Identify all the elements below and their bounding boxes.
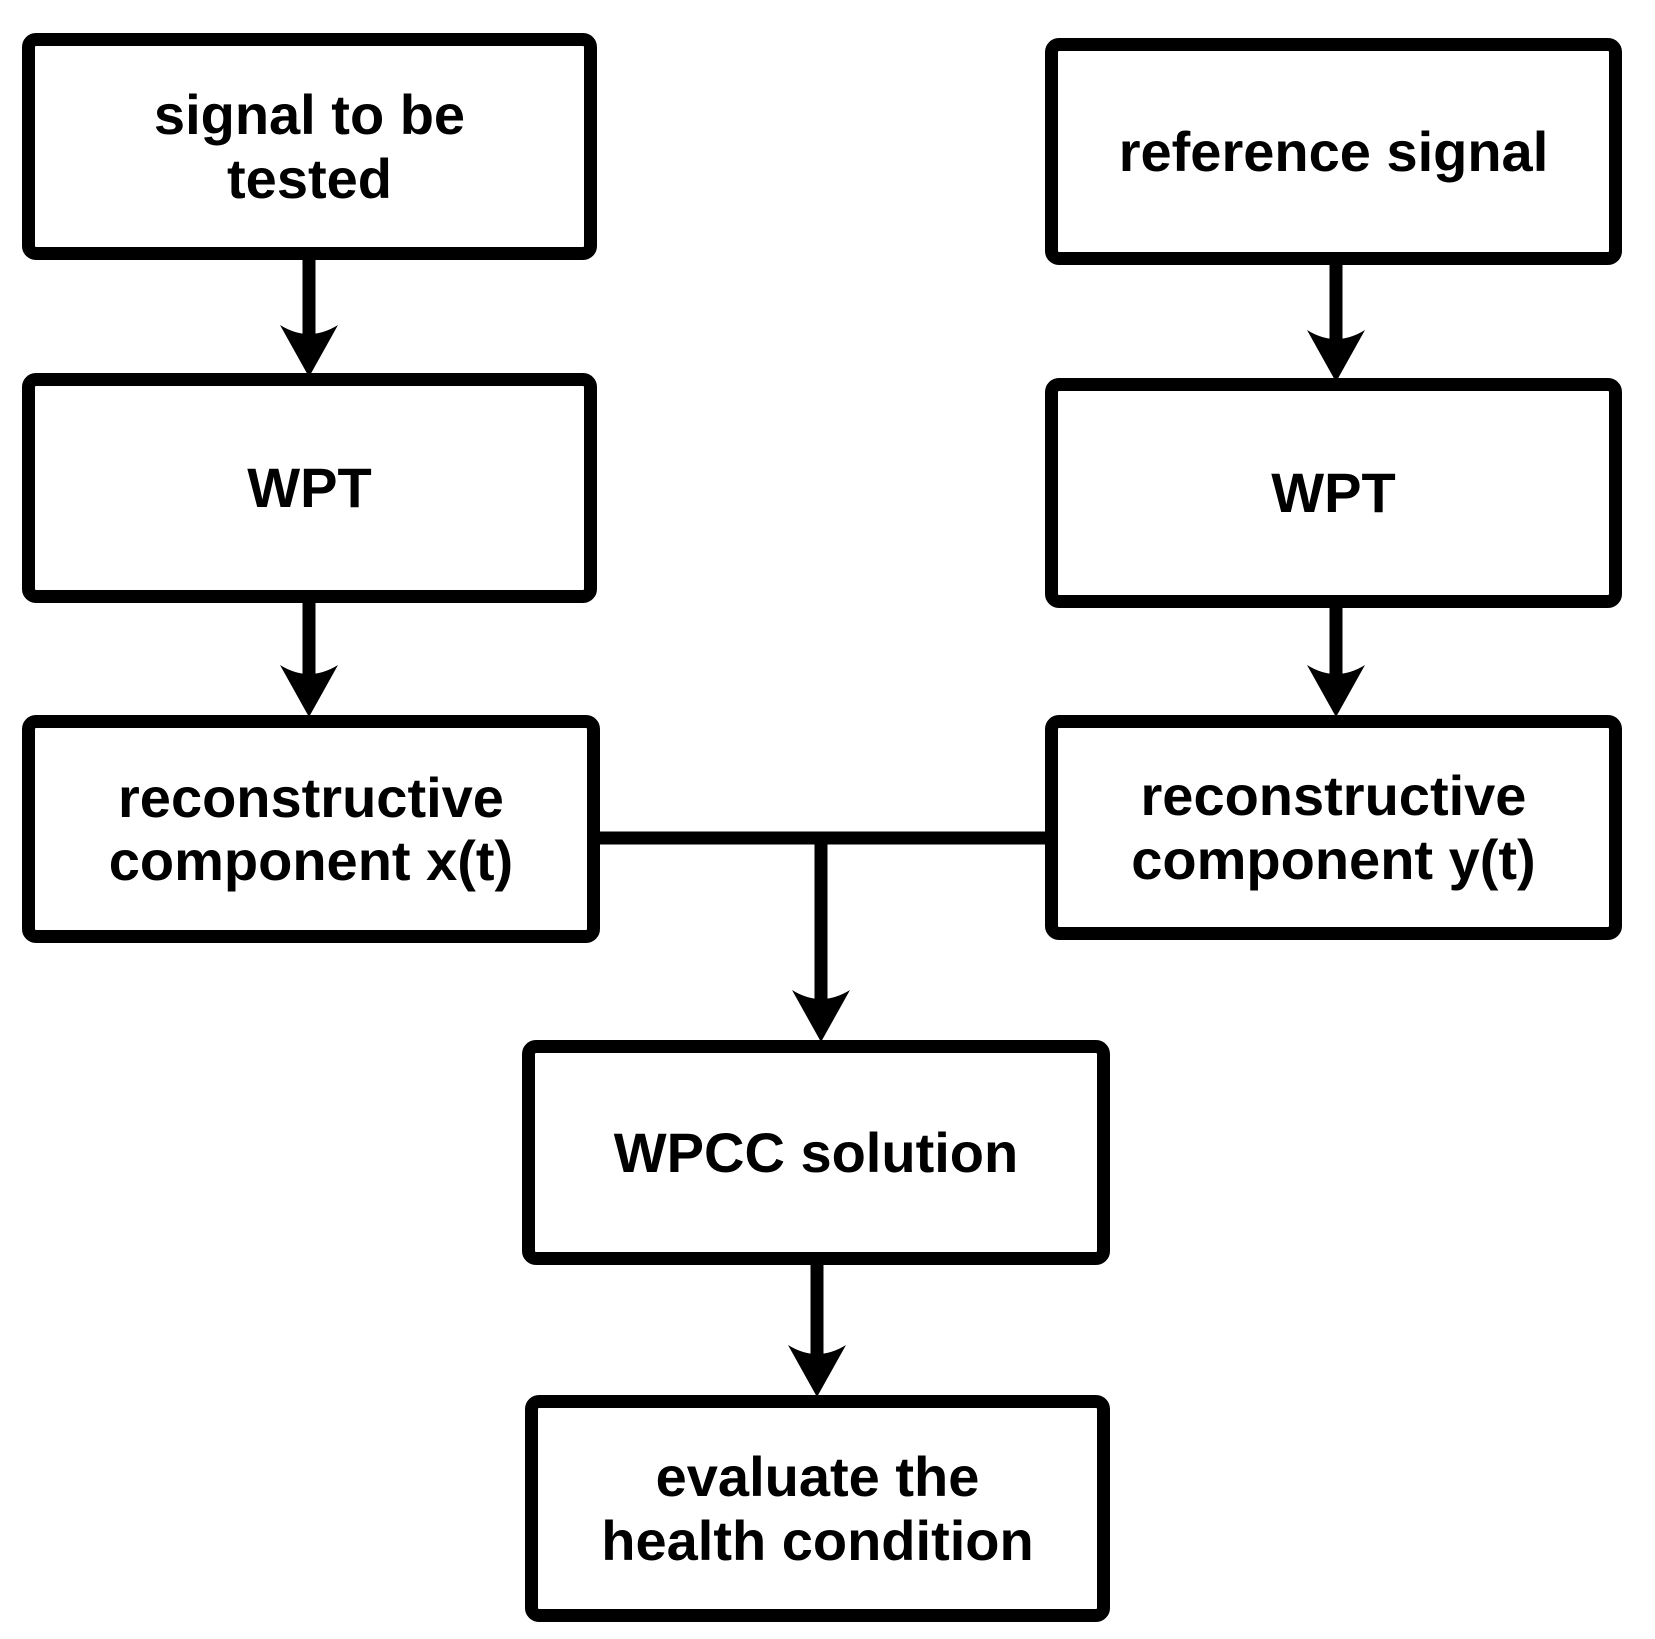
arrowhead-reference-to-wpt bbox=[1307, 330, 1365, 382]
node-wpt-left: WPT bbox=[22, 373, 597, 603]
arrowhead-wpcc-to-eval bbox=[788, 1345, 846, 1397]
node-wpcc-solution: WPCC solution bbox=[522, 1040, 1110, 1265]
node-reconstructive-component-yt: reconstructive component y(t) bbox=[1045, 715, 1622, 940]
arrowhead-join-to-wpcc bbox=[792, 990, 850, 1042]
node-signal-to-be-tested: signal to be tested bbox=[22, 33, 597, 260]
node-wpcc-solution-label: WPCC solution bbox=[613, 1120, 1019, 1184]
node-signal-to-be-tested-label: signal to be tested bbox=[153, 83, 466, 210]
node-reconstructive-component-yt-label: reconstructive component y(t) bbox=[1131, 764, 1536, 891]
node-wpt-right-label: WPT bbox=[1271, 461, 1396, 525]
arrowhead-wpt-to-xt bbox=[280, 665, 338, 717]
node-evaluate-health-condition-label: evaluate the health condition bbox=[601, 1445, 1034, 1572]
arrowhead-wpt-to-yt bbox=[1307, 665, 1365, 717]
node-reconstructive-component-xt: reconstructive component x(t) bbox=[22, 715, 600, 943]
node-wpt-right: WPT bbox=[1045, 378, 1622, 608]
node-reference-signal: reference signal bbox=[1045, 38, 1622, 265]
node-reconstructive-component-xt-label: reconstructive component x(t) bbox=[108, 765, 514, 892]
node-wpt-left-label: WPT bbox=[247, 456, 372, 520]
arrowhead-signal-to-wpt bbox=[280, 325, 338, 377]
node-evaluate-health-condition: evaluate the health condition bbox=[525, 1395, 1110, 1622]
node-reference-signal-label: reference signal bbox=[1118, 119, 1549, 183]
